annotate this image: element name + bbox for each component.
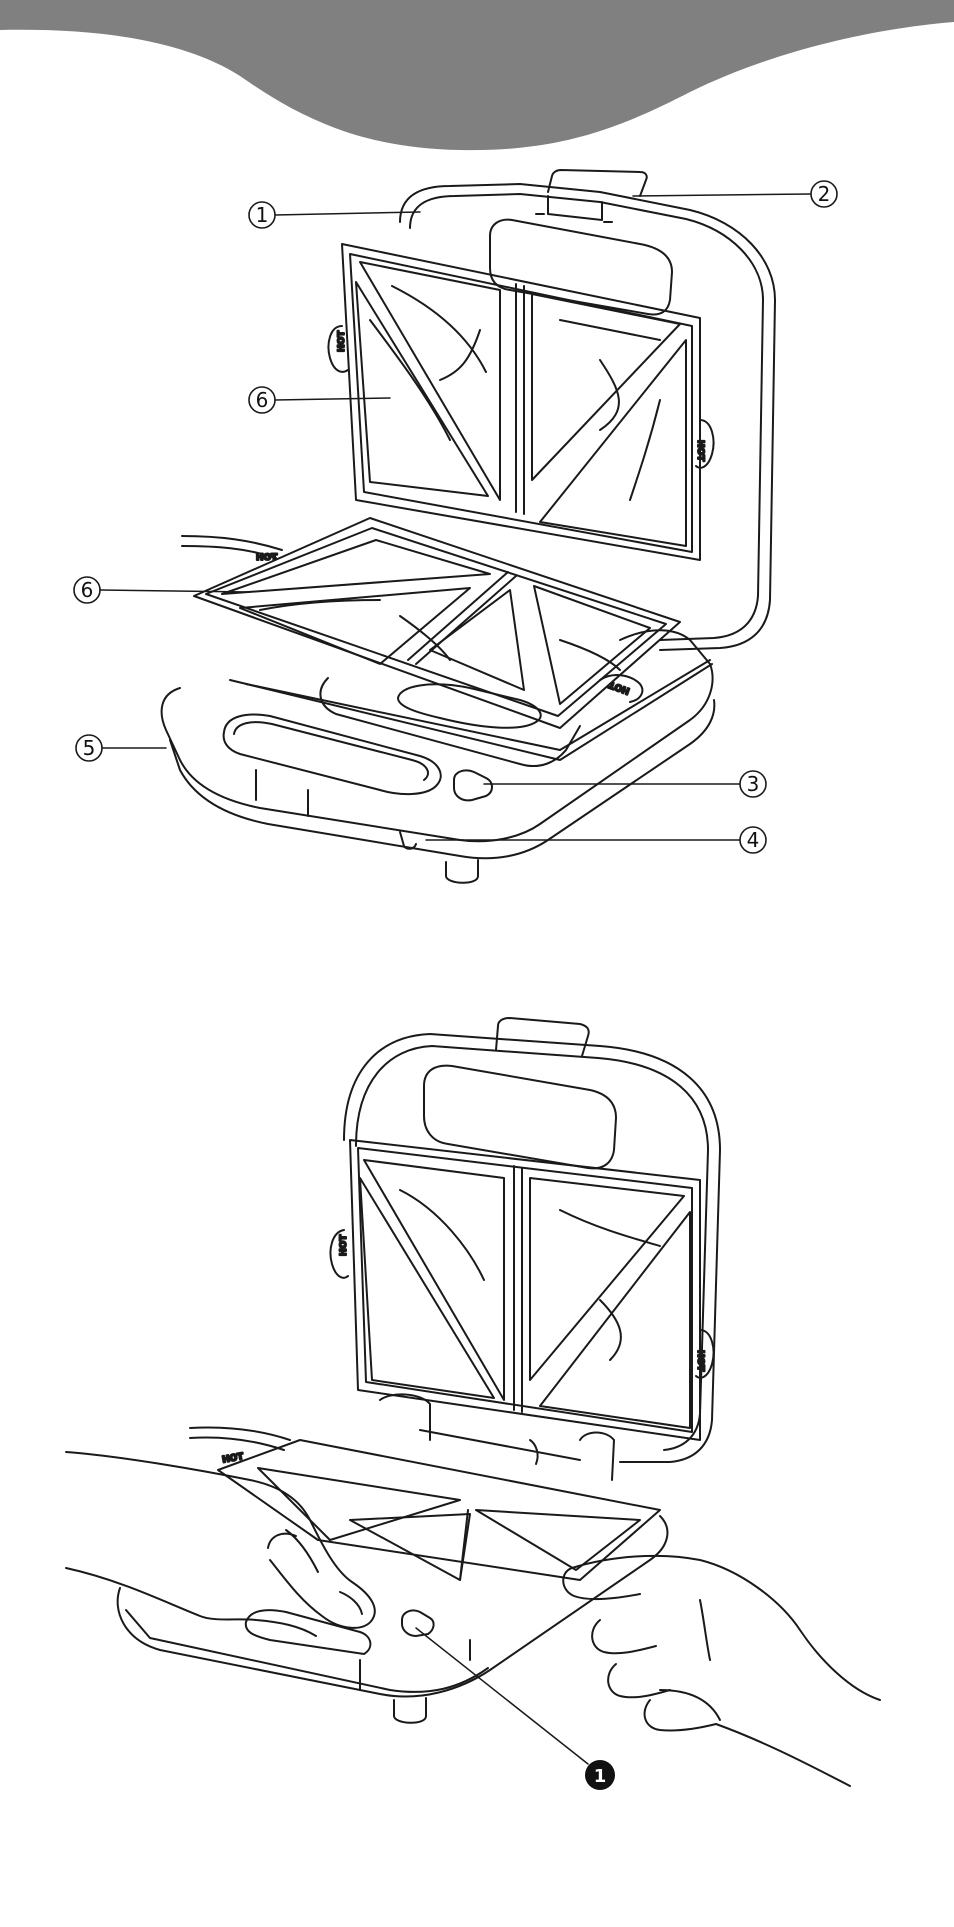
lid-handle-slot: [490, 220, 672, 315]
latch-clip-2: [496, 1018, 589, 1056]
figure-2-plate-removal: HOT HOT HOT 1: [0, 1000, 954, 1820]
hot-label-lid-left-2: HOT: [339, 1234, 349, 1256]
figure-1-exploded-view: HOT HOT HOT HOT 1 2 3 4: [0, 160, 954, 920]
banner-shape: [0, 0, 954, 150]
callout-6-lower-plate: 6: [81, 578, 94, 602]
lower-plate: [194, 518, 680, 728]
lower-plate-2: [218, 1440, 660, 1580]
callout-badge-1: 1: [594, 1766, 607, 1787]
base-foot-2: [394, 1698, 426, 1723]
indicator-light: [454, 770, 492, 800]
callout-3: 3: [747, 772, 760, 796]
hot-label-lid-right: HOT: [695, 440, 705, 462]
callout-5: 5: [83, 736, 96, 760]
callout-2: 2: [818, 182, 831, 206]
upper-lid: [400, 170, 775, 650]
hot-label-cord: HOT: [256, 553, 278, 563]
callout-leader-2: [416, 1628, 588, 1764]
hot-label-cord-2: HOT: [222, 1452, 246, 1466]
hinge: [380, 1394, 614, 1480]
header-wave-banner: [0, 0, 954, 160]
callout-1: 1: [256, 203, 269, 227]
hot-label-lid-right-2: HOT: [695, 1350, 705, 1372]
lid-handle-slot-2: [424, 1066, 616, 1169]
base-unit: [162, 630, 715, 883]
right-hand: [563, 1556, 880, 1786]
callout-6-upper-plate: 6: [256, 388, 269, 412]
hot-label-lower-right: HOT: [607, 678, 631, 695]
base-unit-2: [118, 1516, 668, 1723]
hot-label-lid-left: HOT: [337, 330, 347, 352]
callout-4: 4: [747, 828, 760, 852]
indicator-light-2: [402, 1610, 434, 1636]
base-foot: [446, 860, 478, 883]
